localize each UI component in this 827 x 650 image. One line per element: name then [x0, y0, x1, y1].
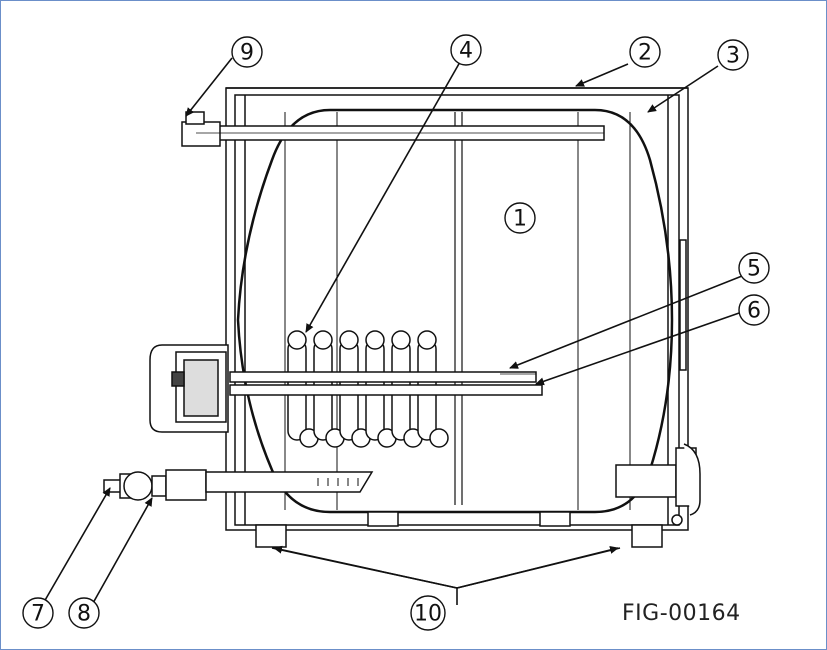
- callout-5: 5: [738, 252, 770, 284]
- svg-text:1: 1: [513, 207, 527, 232]
- tank-body: [236, 108, 674, 514]
- callout-10: 10: [410, 595, 446, 631]
- fitting-right: [615, 239, 701, 526]
- callout-3: 3: [717, 39, 749, 71]
- housing-frame: [225, 87, 689, 531]
- callout-9: 9: [231, 36, 263, 68]
- feet: [255, 511, 663, 548]
- svg-text:7: 7: [31, 602, 45, 627]
- svg-text:4: 4: [459, 39, 473, 64]
- top-rod: [181, 111, 605, 147]
- svg-text:5: 5: [747, 257, 761, 282]
- leader-lines: [43, 57, 743, 613]
- callout-2: 2: [629, 36, 661, 68]
- svg-text:8: 8: [77, 602, 91, 627]
- drain-valve: [103, 469, 374, 501]
- element-assembly: [149, 344, 543, 433]
- callout-8: 8: [68, 597, 100, 629]
- svg-text:10: 10: [414, 602, 442, 627]
- figure-id-label: FIG-00164: [622, 601, 741, 626]
- callout-7: 7: [22, 597, 54, 629]
- svg-text:2: 2: [638, 41, 652, 66]
- callout-6: 6: [738, 294, 770, 326]
- callout-1: 1: [504, 202, 536, 234]
- svg-text:9: 9: [240, 41, 254, 66]
- svg-text:3: 3: [726, 44, 740, 69]
- svg-text:6: 6: [747, 299, 761, 324]
- callout-4: 4: [450, 34, 482, 66]
